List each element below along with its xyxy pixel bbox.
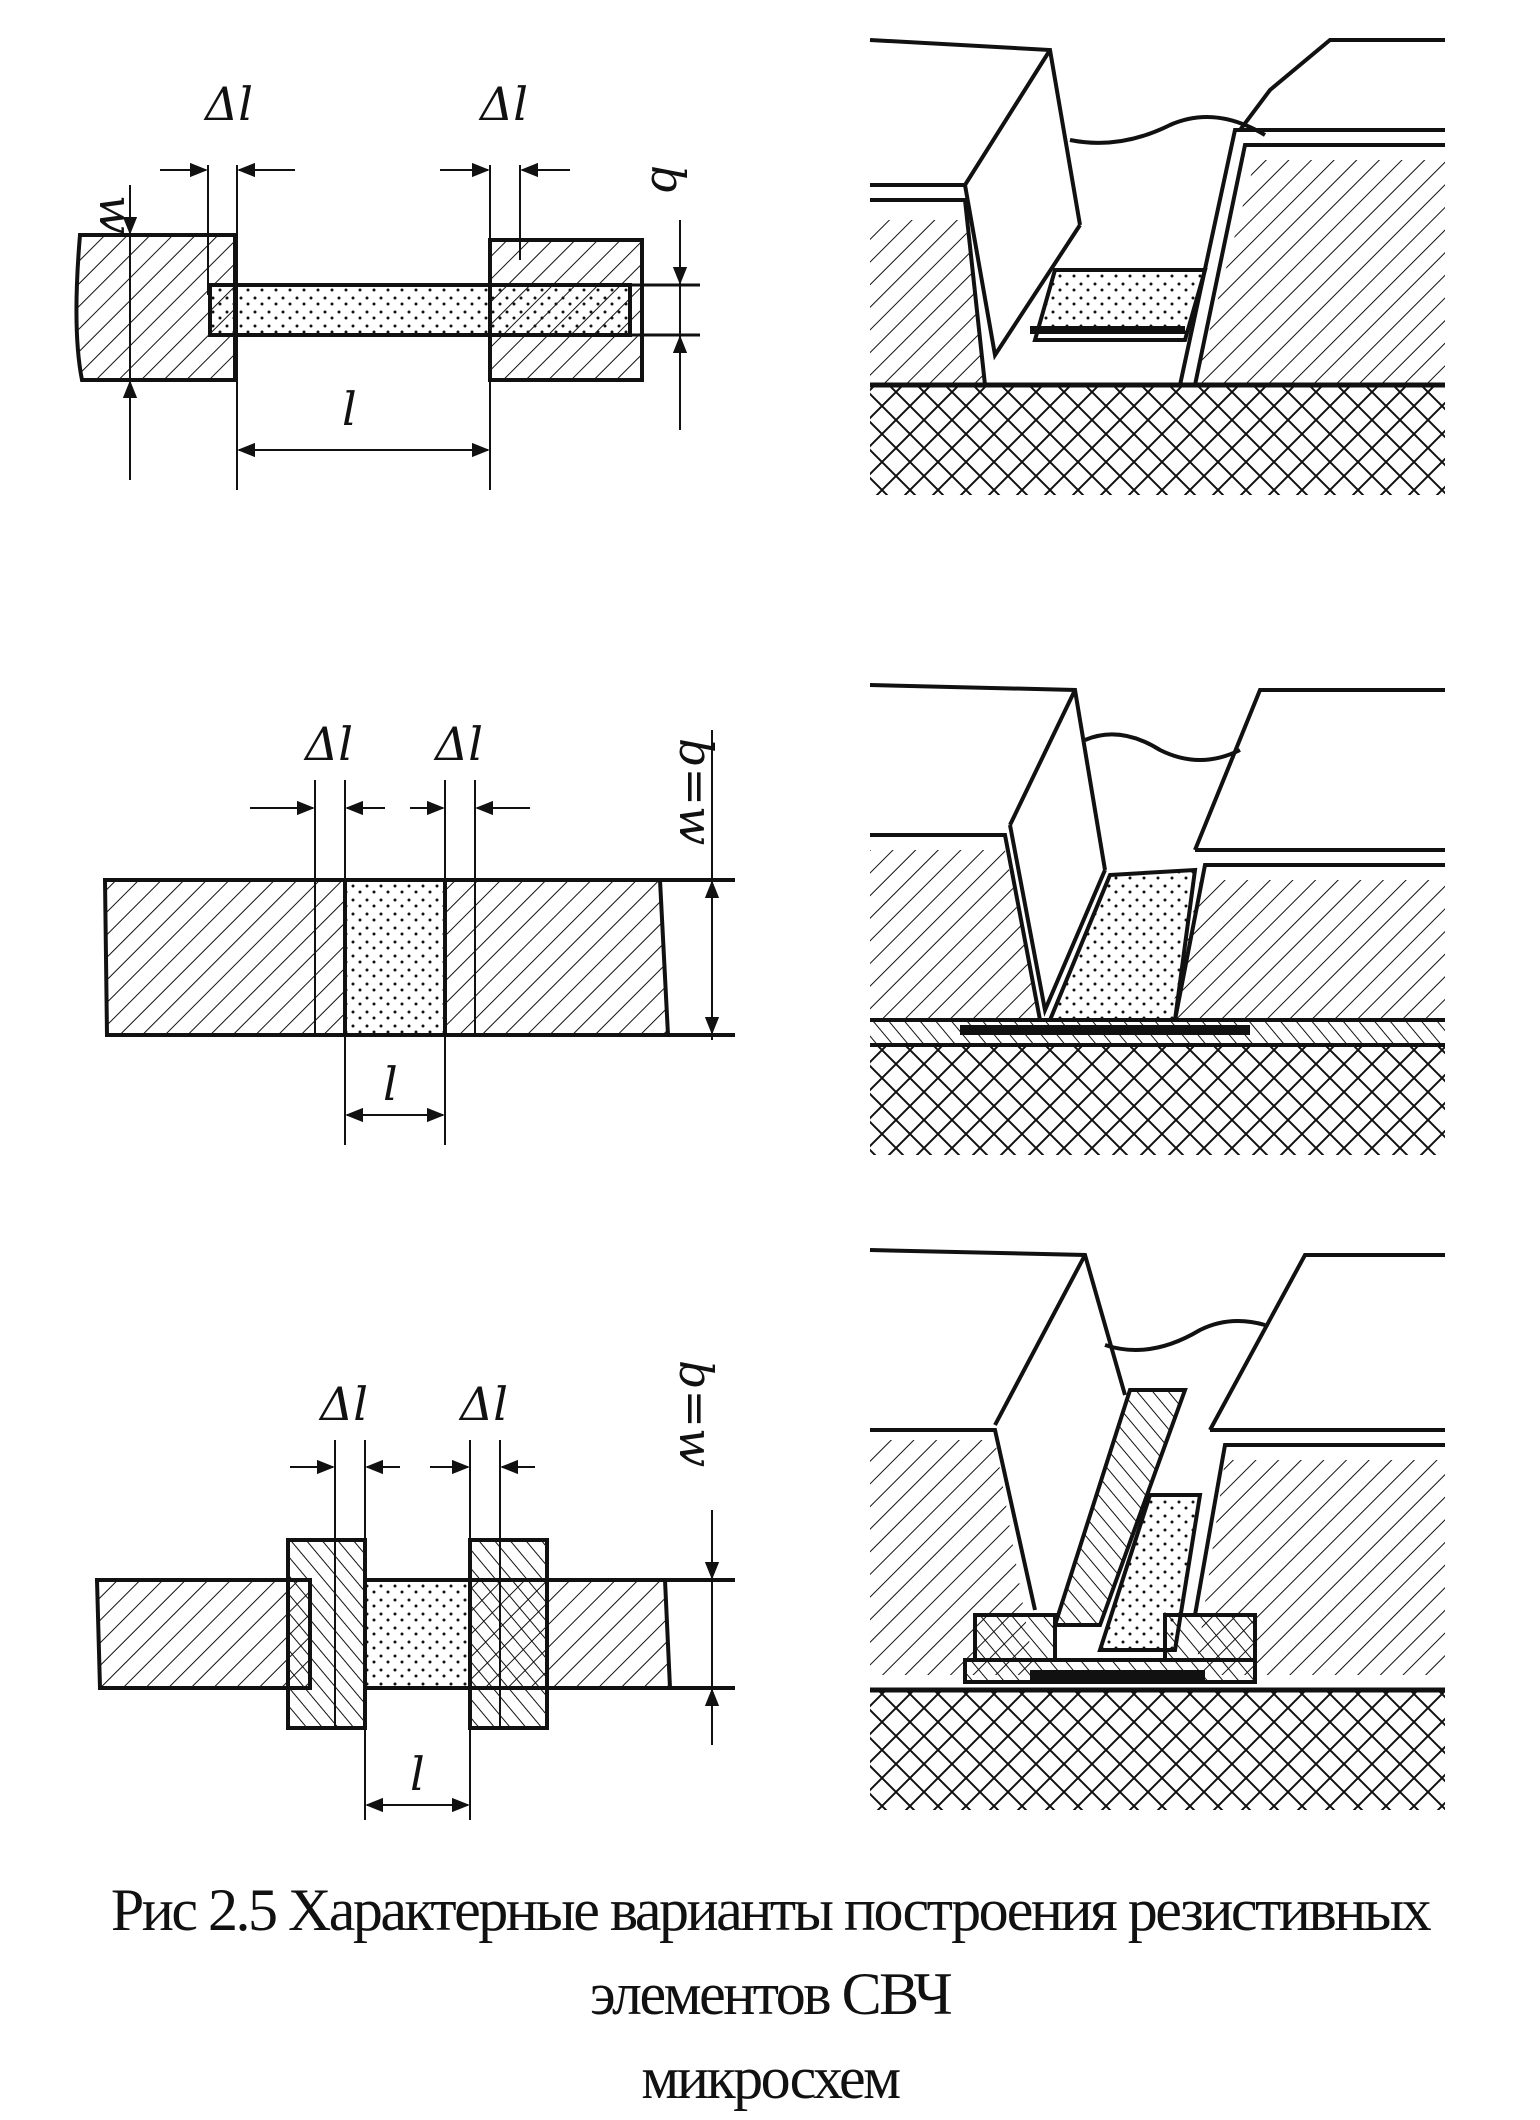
caption-line-2: микросхем — [641, 2045, 901, 2111]
caption-line-1: Рис 2.5 Характерные варианты построения … — [110, 1877, 1432, 2027]
figure-resistive-elements: Δl Δl w b l Δl Δl b=w l — [74, 38, 1445, 1820]
p3-width-equal-label: b=w — [669, 1360, 723, 1467]
p3-delta-right-label: Δl — [458, 1377, 508, 1431]
p2-delta-right-label: Δl — [433, 717, 483, 771]
figure-caption: Рис 2.5 Характерные варианты построения … — [0, 1868, 1540, 2120]
p2-width-equal-label: b=w — [669, 738, 723, 845]
panel-2-plan-view — [102, 730, 735, 1145]
p1-film-width-label: b — [641, 165, 695, 194]
p3-delta-left-label: Δl — [318, 1377, 368, 1431]
p1-length-label: l — [342, 382, 357, 436]
panel-3-section-view — [869, 1248, 1445, 1810]
panel-3-plan-view — [94, 1440, 735, 1820]
p1-width-label: w — [89, 195, 143, 234]
p3-length-label: l — [410, 1747, 425, 1801]
panel-2-section-view — [869, 683, 1445, 1155]
p1-delta-left-label: Δl — [203, 77, 253, 131]
panel-1-plan-view — [74, 162, 700, 490]
p1-delta-right-label: Δl — [478, 77, 528, 131]
p2-delta-left-label: Δl — [303, 717, 353, 771]
p2-length-label: l — [383, 1057, 398, 1111]
panel-1-section-view — [869, 38, 1445, 495]
